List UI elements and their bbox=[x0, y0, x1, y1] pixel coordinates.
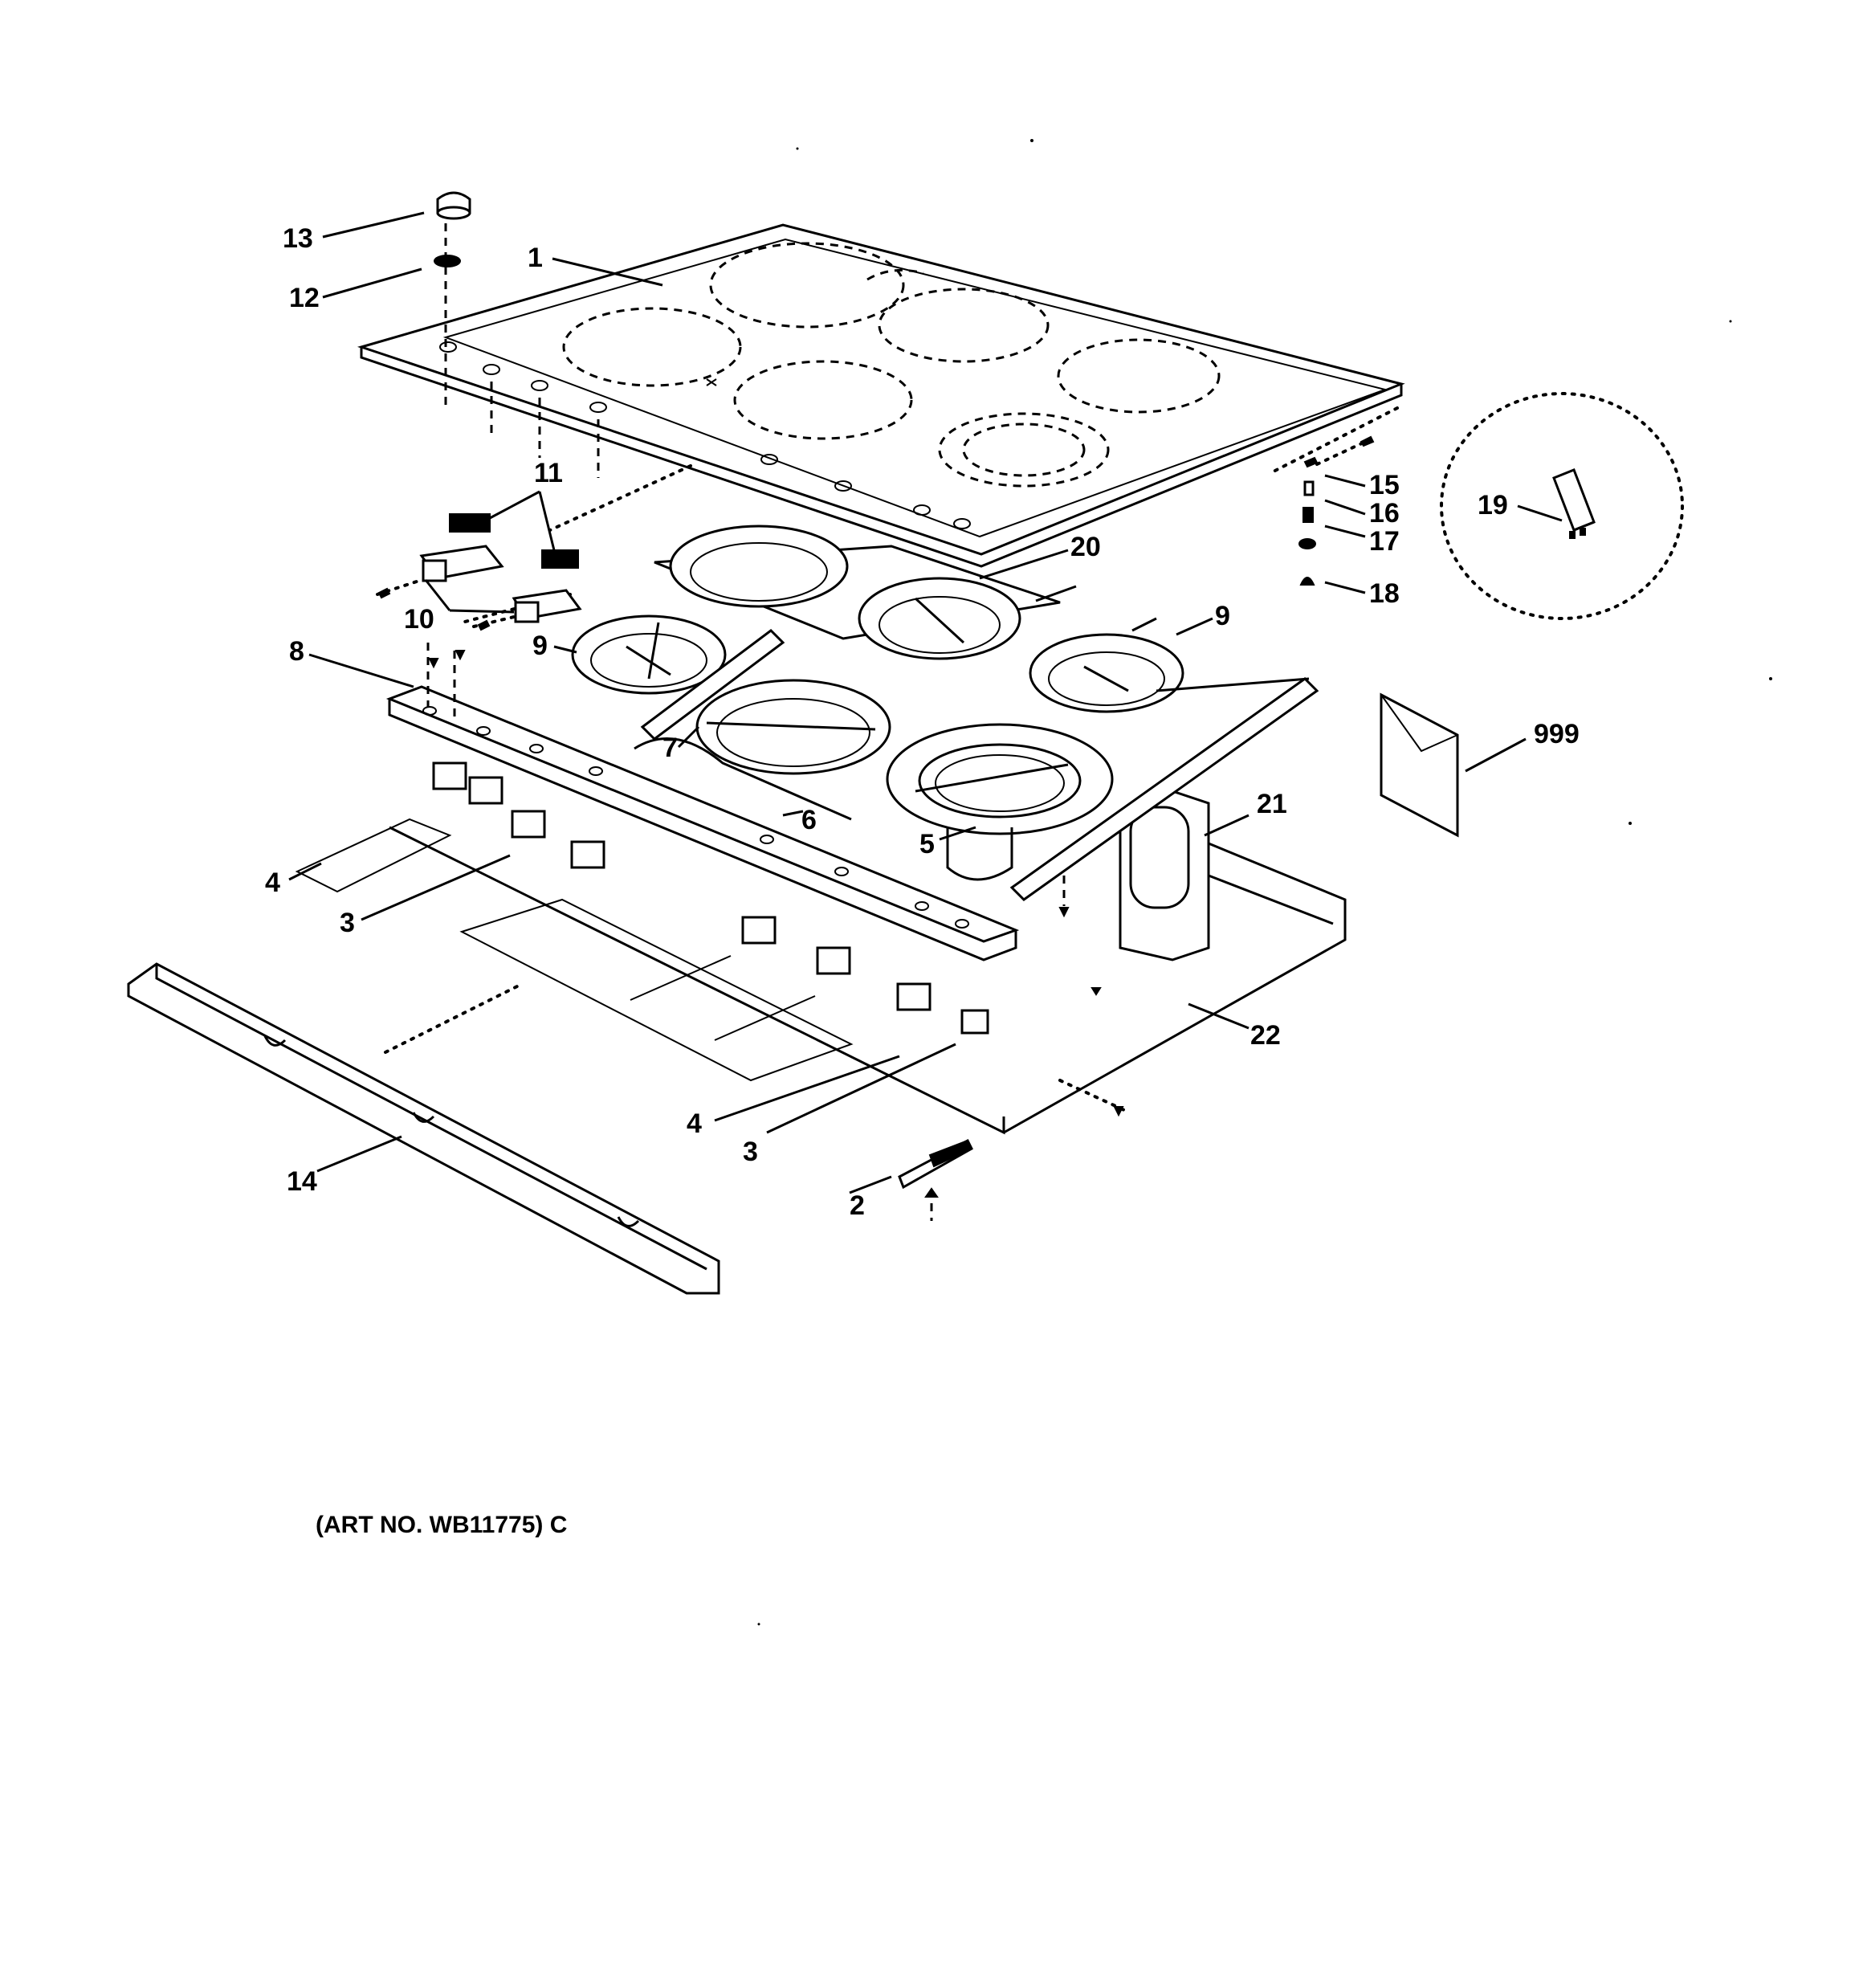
element-assembly-part-20 bbox=[654, 525, 1077, 660]
insulation-part-4-right bbox=[384, 898, 854, 1082]
scan-specks bbox=[757, 139, 1772, 1626]
support-bar-part-6 bbox=[634, 737, 852, 821]
bracket-part-10-b bbox=[472, 589, 582, 628]
switch-part-11-a bbox=[449, 513, 491, 533]
callout-7: 7 bbox=[662, 733, 678, 763]
callout-11: 11 bbox=[534, 458, 563, 488]
callout-2: 2 bbox=[850, 1190, 865, 1221]
callout-13: 13 bbox=[283, 223, 313, 254]
screw-part-15 bbox=[1303, 435, 1375, 468]
callout-4-right: 4 bbox=[687, 1108, 702, 1139]
callout-20: 20 bbox=[1070, 532, 1101, 562]
screw-group bbox=[377, 587, 1124, 1117]
callout-16: 16 bbox=[1369, 498, 1400, 529]
callout-3-right: 3 bbox=[743, 1137, 758, 1167]
spring-part-17 bbox=[1302, 507, 1314, 523]
surface-element-part-9-left bbox=[571, 614, 727, 695]
callout-10: 10 bbox=[404, 604, 434, 635]
support-strap-left bbox=[640, 629, 785, 741]
callout-3-left: 3 bbox=[340, 908, 355, 938]
callout-9-right: 9 bbox=[1215, 601, 1230, 631]
callout-8: 8 bbox=[289, 636, 304, 667]
leader-lines bbox=[288, 211, 1563, 1194]
spacer-part-16 bbox=[1303, 480, 1315, 496]
detail-circle bbox=[1440, 392, 1684, 620]
base-pan-part-22 bbox=[389, 826, 1347, 1135]
cooktop-glass-part-1 bbox=[357, 223, 1405, 568]
control-bracket-part-8 bbox=[385, 643, 1020, 961]
callout-22: 22 bbox=[1250, 1020, 1281, 1051]
knob-part-13 bbox=[436, 191, 471, 220]
callout-4-left: 4 bbox=[265, 867, 280, 898]
nut-part-18 bbox=[1299, 577, 1315, 586]
callout-6: 6 bbox=[801, 805, 817, 835]
literature-envelope-part-999 bbox=[1380, 692, 1459, 838]
callout-15: 15 bbox=[1369, 470, 1400, 500]
infinite-switches-part-3 bbox=[432, 761, 989, 1035]
callout-9-left: 9 bbox=[532, 631, 548, 661]
clip-part-2 bbox=[898, 1138, 973, 1221]
callout-19: 19 bbox=[1478, 490, 1508, 520]
callout-5: 5 bbox=[919, 829, 935, 859]
callout-18: 18 bbox=[1369, 578, 1400, 609]
callout-1: 1 bbox=[528, 243, 543, 273]
surface-element-part-5 bbox=[886, 723, 1114, 881]
support-strap-right bbox=[1009, 677, 1319, 901]
callout-labels: 13 12 1 11 10 20 9 9 8 7 6 5 4 3 4 3 2 1… bbox=[265, 223, 1580, 1221]
insulation-part-4-left bbox=[295, 818, 452, 893]
washer-part-17b bbox=[1298, 538, 1316, 549]
callout-17: 17 bbox=[1369, 526, 1400, 557]
surface-element-part-7 bbox=[695, 679, 891, 775]
trim-channel-part-14 bbox=[127, 962, 720, 1295]
callout-12: 12 bbox=[289, 283, 320, 313]
art-number: (ART NO. WB11775) C bbox=[316, 1512, 567, 1538]
surface-element-part-9-right bbox=[1029, 617, 1184, 713]
callout-21: 21 bbox=[1257, 789, 1287, 819]
callout-999: 999 bbox=[1534, 719, 1580, 749]
switch-part-11-b bbox=[541, 549, 579, 569]
callout-14: 14 bbox=[287, 1166, 317, 1197]
washer-part-12 bbox=[434, 255, 461, 267]
burner-box-part-21 bbox=[1119, 677, 1310, 961]
terminal-block-part-19 bbox=[1552, 468, 1596, 539]
bracket-part-10-a bbox=[376, 545, 504, 596]
